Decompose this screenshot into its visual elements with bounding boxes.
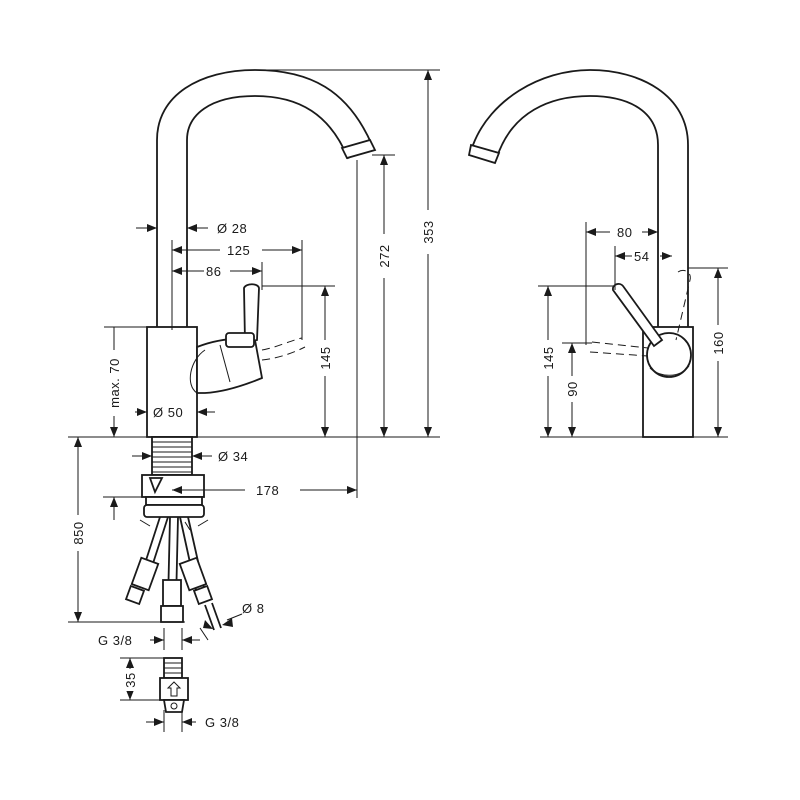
dim-35-label: 35 [123, 672, 138, 687]
front-mount-nut [143, 504, 205, 518]
front-hoses [124, 516, 222, 631]
dim-125-label: 125 [227, 243, 250, 258]
dim-272-label: 272 [377, 244, 392, 267]
front-lever [243, 283, 260, 344]
dim-d28-label: Ø 28 [217, 221, 247, 236]
dim-d34 [132, 452, 212, 460]
front-mount-washer [145, 496, 203, 506]
adapter [159, 657, 189, 713]
hose-right-fitting [178, 556, 214, 606]
dim-d28 [136, 224, 208, 232]
dim-side-160-label: 160 [711, 331, 726, 354]
dim-d34-label: Ø 34 [218, 449, 248, 464]
front-mount-bracket [148, 477, 164, 495]
dim-side-80-label: 80 [617, 225, 632, 240]
side-lever-swing-up [675, 269, 691, 341]
dim-145-label: 145 [318, 346, 333, 369]
dim-side-54-label: 54 [634, 249, 649, 264]
dim-178 [172, 160, 358, 498]
dim-g38-bottom [146, 710, 196, 732]
dim-side-80 [585, 222, 658, 345]
side-spout-outlet [467, 143, 501, 165]
dim-86-label: 86 [206, 264, 221, 279]
dim-178-label: 178 [256, 483, 279, 498]
hose-right-tail [204, 602, 222, 631]
front-body [146, 326, 198, 438]
dim-850-label: 850 [71, 521, 86, 544]
front-spout-outlet [340, 138, 377, 160]
dim-125 [171, 240, 303, 340]
dim-max70-label: max. 70 [107, 358, 122, 408]
dim-353 [265, 69, 440, 437]
dim-g38-top [150, 628, 200, 650]
adapter-arrow-icon [166, 681, 182, 697]
front-lever-inner [219, 344, 231, 383]
front-lever-base [225, 332, 255, 348]
dim-g38-bottom-label: G 3/8 [205, 715, 239, 730]
hose-center-fitting [160, 579, 184, 623]
dim-d50-label: Ø 50 [153, 405, 183, 420]
side-lever [612, 283, 664, 348]
dim-272 [372, 154, 395, 437]
dim-d8-label: Ø 8 [242, 601, 264, 616]
front-view: 353 272 145 Ø 28 [68, 69, 440, 732]
front-lever-housing [196, 337, 264, 394]
side-lever-ring [649, 365, 690, 376]
front-mount-clip [139, 519, 209, 531]
side-lever-swing-side [589, 341, 649, 357]
dim-mount-thickness [103, 496, 146, 520]
side-view: 80 54 145 90 1 [467, 69, 728, 438]
front-shank-thread [152, 441, 192, 473]
dim-g38-top-label: G 3/8 [98, 633, 132, 648]
dim-side-145-label: 145 [541, 346, 556, 369]
front-spout [156, 69, 374, 327]
front-shank [151, 436, 193, 476]
front-lever-swing [261, 337, 306, 361]
hose-left-fitting [124, 556, 160, 606]
dim-d50 [135, 408, 215, 416]
dim-side-54 [614, 246, 672, 290]
dim-353-label: 353 [421, 220, 436, 243]
dim-d8 [199, 613, 243, 641]
dim-side-90-label: 90 [565, 381, 580, 396]
side-spout [472, 69, 689, 327]
front-lever-detail [189, 349, 206, 394]
dim-86 [172, 262, 263, 290]
